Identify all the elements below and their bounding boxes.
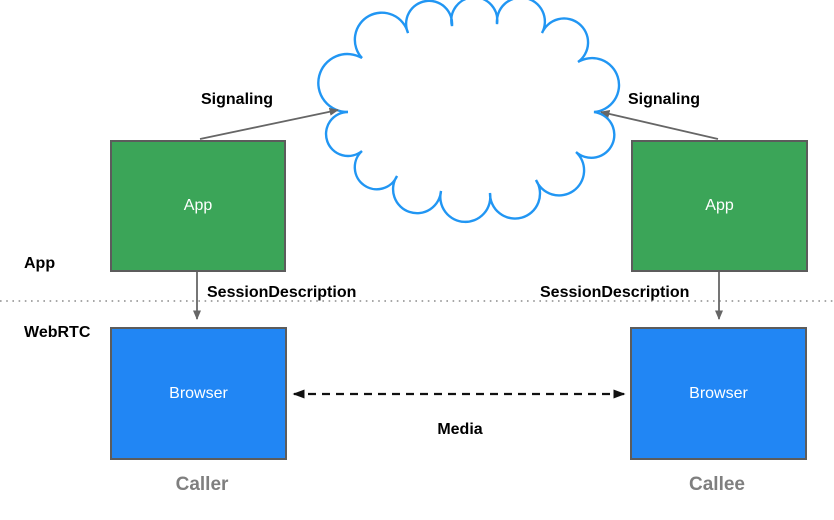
signaling-arrow-left [199,107,339,140]
caller-caption: Caller [175,474,229,495]
caller-browser-label: Browser [169,384,228,402]
callee-caption: Callee [689,474,745,495]
session-description-label-right: SessionDescription [540,284,690,301]
media-label: Media [437,421,483,438]
session-description-label-left: SessionDescription [207,284,357,301]
app-layer-label: App [24,255,56,272]
callee-browser-label: Browser [689,384,748,402]
caller-app-node: App [110,140,286,272]
callee-browser-node: Browser [630,327,807,460]
webrtc-layer-label: WebRTC [24,324,91,341]
callee-app-node: App [631,140,808,272]
signaling-label-right: Signaling [628,91,700,108]
caller-browser-node: Browser [110,327,287,460]
signaling-arrow-right [600,110,719,140]
signaling-label-left: Signaling [201,91,273,108]
caller-app-label: App [183,197,213,214]
callee-app-label: App [705,197,734,214]
signaling-cloud-icon [317,0,621,224]
